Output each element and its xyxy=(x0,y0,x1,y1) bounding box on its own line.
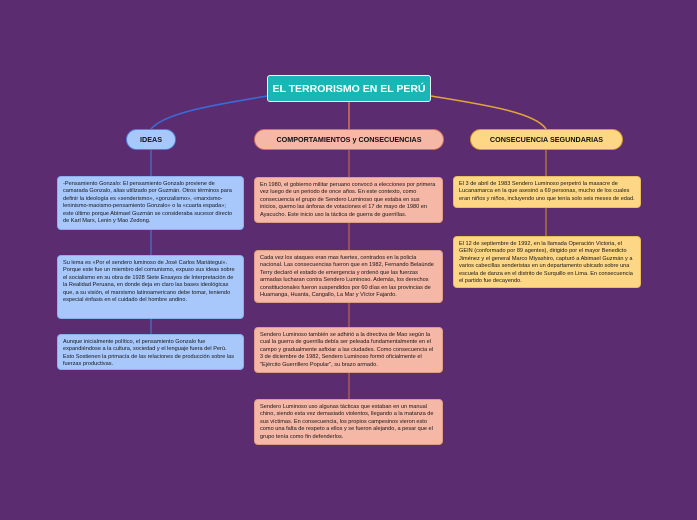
ideas-card-pensamiento-gonzalo[interactable]: -Pensamiento Gonzalo: El pensamiento Gon… xyxy=(57,176,244,230)
branch-consecuencia-segundarias[interactable]: CONSECUENCIA SEGUNDARIAS xyxy=(470,129,623,150)
comportamientos-card-1980[interactable]: En 1980, el gobierno militar peruano con… xyxy=(254,177,443,223)
link-root-consecuencias xyxy=(430,95,547,130)
comportamientos-card-mao[interactable]: Sendero Luminoso también se adhirió a la… xyxy=(254,327,443,373)
consecuencias-card-captura[interactable]: El 12 de septiembre de 1992, en la llama… xyxy=(453,236,641,288)
comportamientos-card-tacticas[interactable]: Sendero Luminoso uso algunas tácticas qu… xyxy=(254,399,443,445)
root-topic[interactable]: EL TERRORISMO EN EL PERÚ xyxy=(267,75,431,102)
comportamientos-card-1982[interactable]: Cada vez los ataques eran mas fuertes, c… xyxy=(254,250,443,303)
ideas-card-lema[interactable]: Su lema es «Por el sendero luminoso de J… xyxy=(57,255,244,319)
consecuencias-card-lucanamarca[interactable]: El 3 de abril de 1983 Sendero Luminoso p… xyxy=(453,176,641,208)
branch-comportamientos-consecuencias[interactable]: COMPORTAMIENTOS y CONSECUENCIAS xyxy=(254,129,444,150)
branch-ideas[interactable]: IDEAS xyxy=(126,129,176,150)
ideas-card-expansion[interactable]: Aunque inicialmente político, el pensami… xyxy=(57,334,244,370)
link-root-ideas xyxy=(150,95,268,130)
